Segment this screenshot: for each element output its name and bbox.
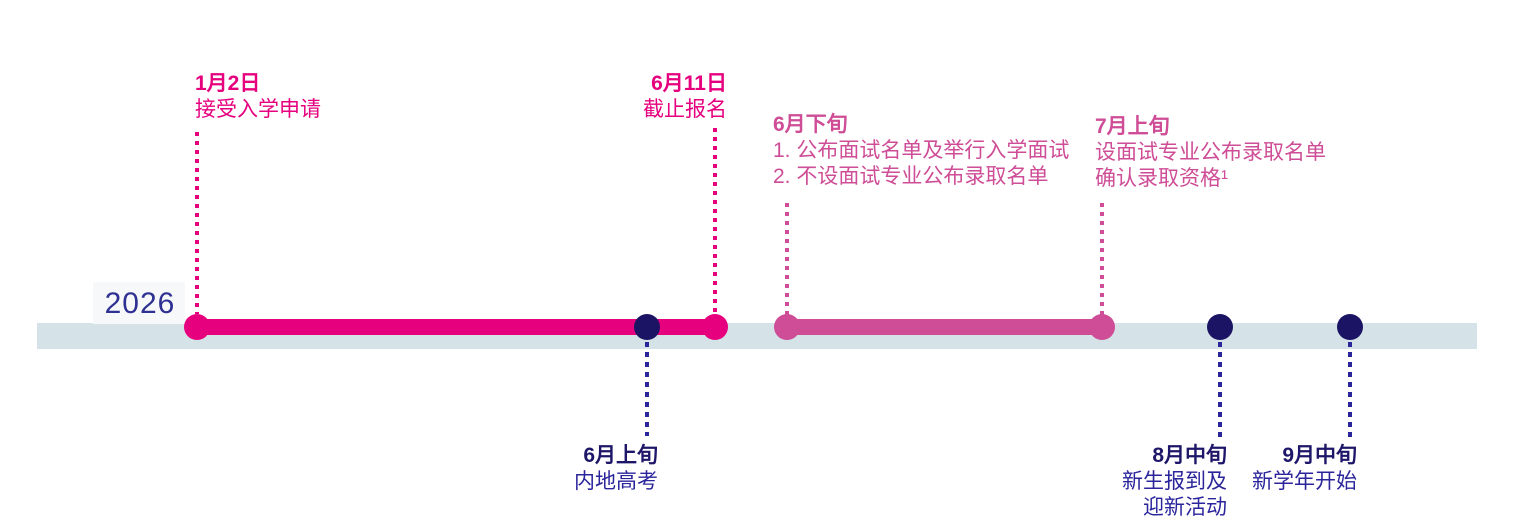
connector-jun11 bbox=[713, 128, 717, 314]
dot-jun11 bbox=[702, 314, 728, 340]
event-label-jan2: 1月2日 接受入学申请 bbox=[195, 71, 321, 123]
event-text: 确认录取资格¹ bbox=[1095, 167, 1228, 190]
event-text: 新生报到及 bbox=[1122, 470, 1227, 493]
connector-late-june bbox=[785, 203, 789, 315]
dot-mid-august bbox=[1207, 314, 1233, 340]
event-date: 9月中旬 bbox=[1282, 444, 1357, 467]
event-date: 8月中旬 bbox=[1152, 444, 1227, 467]
event-date: 6月上旬 bbox=[583, 444, 658, 467]
event-text: 新学年开始 bbox=[1252, 470, 1357, 493]
dot-early-july bbox=[1089, 314, 1115, 340]
event-date: 7月上旬 bbox=[1095, 115, 1170, 138]
event-text: 接受入学申请 bbox=[195, 98, 321, 121]
connector-mid-september bbox=[1348, 342, 1352, 439]
connector-mid-august bbox=[1218, 342, 1222, 439]
event-text: 迎新活动 bbox=[1143, 496, 1227, 519]
event-text: 设面试专业公布录取名单 bbox=[1095, 141, 1326, 164]
connector-jan2 bbox=[195, 132, 199, 314]
year-label: 2026 bbox=[104, 287, 176, 320]
segment-interview-offer-period bbox=[787, 319, 1102, 335]
event-label-late-june: 6月下旬 1. 公布面试名单及举行入学面试 2. 不设面试专业公布录取名单 bbox=[773, 112, 1069, 190]
event-label-mid-august: 8月中旬 新生报到及 迎新活动 bbox=[1027, 443, 1227, 521]
event-date: 1月2日 bbox=[195, 72, 261, 95]
event-text: 内地高考 bbox=[574, 470, 658, 493]
connector-early-july bbox=[1100, 203, 1104, 315]
dot-mid-september bbox=[1337, 314, 1363, 340]
dot-late-june bbox=[774, 314, 800, 340]
dot-jan2 bbox=[184, 314, 210, 340]
event-label-early-july: 7月上旬 设面试专业公布录取名单 确认录取资格¹ bbox=[1095, 114, 1326, 192]
event-text: 2. 不设面试专业公布录取名单 bbox=[773, 165, 1049, 188]
event-label-early-june: 6月上旬 内地高考 bbox=[458, 443, 658, 495]
connector-early-june bbox=[645, 342, 649, 436]
event-date: 6月下旬 bbox=[773, 113, 848, 136]
event-label-mid-september: 9月中旬 新学年开始 bbox=[1157, 443, 1357, 495]
dot-early-june bbox=[634, 314, 660, 340]
event-label-jun11: 6月11日 截止报名 bbox=[527, 71, 727, 123]
event-text: 1. 公布面试名单及举行入学面试 bbox=[773, 139, 1070, 162]
event-text: 截止报名 bbox=[643, 98, 727, 121]
segment-application-period bbox=[197, 319, 715, 335]
event-date: 6月11日 bbox=[651, 72, 727, 95]
year-label-box bbox=[93, 282, 185, 324]
